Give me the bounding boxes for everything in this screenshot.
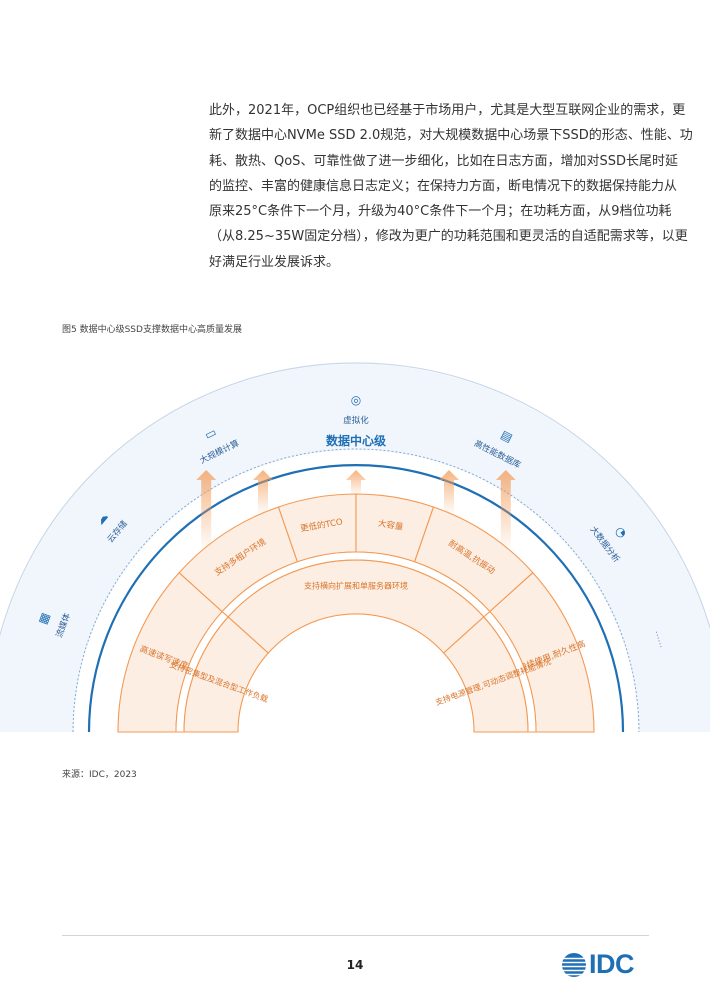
- source-note: 来源：IDC，2023: [62, 770, 137, 780]
- body-paragraph: 此外，2021年，OCP组织也已经基于市场用户，尤其是大型互联网企业的需求，更 …: [209, 98, 693, 275]
- logo-text: IDC: [589, 949, 635, 979]
- paragraph-line: 耗、散热、QoS、可靠性做了进一步细化，比如在日志方面，增加对SSD长尾时延: [209, 153, 678, 169]
- page-number: 14: [346, 958, 364, 972]
- app-label: 虚拟化: [343, 415, 369, 426]
- paragraph-line: （从8.25~35W固定分档），修改为更广的功耗范围和更灵活的自适配需求等，以更: [209, 229, 688, 245]
- paragraph-line: 原来25°C条件下一个月，升级为40°C条件下一个月；在功耗方面，从9档位功耗: [209, 204, 672, 220]
- database-icon: ▤: [498, 427, 514, 445]
- outer-ring-label: 大容量: [377, 518, 404, 533]
- inner-ring-segment: [227, 559, 485, 654]
- inner-ring-label: 支持横向扩展和单服务器环境: [304, 581, 408, 591]
- monitor-icon: ▭: [202, 425, 218, 443]
- footer-divider: [62, 935, 649, 936]
- figure-caption: 图5 数据中心级SSD支撑数据中心高质量发展: [62, 325, 242, 335]
- up-arrow: [495, 470, 516, 547]
- paragraph-line: 好满足行业发展诉求。: [209, 254, 340, 270]
- virtualization-icon: ◎: [351, 393, 361, 407]
- up-arrow: [253, 470, 273, 513]
- up-arrow: [439, 470, 459, 513]
- paragraph-line: 此外，2021年，OCP组织也已经基于市场用户，尤其是大型互联网企业的需求，更: [209, 103, 686, 118]
- paragraph-line: 新了数据中心NVMe SSD 2.0规范，对大规模数据中心场景下SSD的形态、性…: [209, 128, 693, 144]
- inner-ring-segment: [442, 616, 529, 733]
- paragraph-line: 的监控、丰富的健康信息日志定义；在保持力方面，断电情况下的数据保持能力从: [209, 178, 678, 194]
- band-outer-arc: [0, 362, 710, 638]
- center-label: 数据中心级: [326, 433, 386, 448]
- up-arrow: [346, 470, 366, 494]
- up-arrow: [196, 470, 217, 547]
- idc-logo: IDC: [561, 949, 651, 980]
- film-icon: ▦: [35, 611, 52, 626]
- globe-icon: [561, 953, 587, 977]
- dashed-arc: [72, 448, 640, 733]
- datacenter-arc: [87, 463, 625, 733]
- application-band: [0, 364, 710, 732]
